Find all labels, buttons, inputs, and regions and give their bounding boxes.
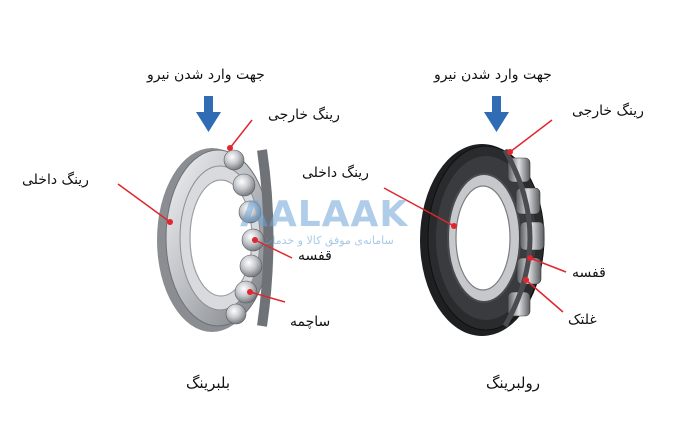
leader-cage-left	[254, 239, 293, 259]
ball	[232, 173, 256, 197]
ball	[234, 280, 258, 304]
roller-cage-label: قفسه	[572, 265, 606, 281]
leader-ball-left	[249, 291, 286, 303]
force-arrow-right	[484, 96, 509, 132]
ball-ball-label: ساچمه	[290, 314, 331, 330]
ball-set	[223, 149, 265, 325]
roller-outer-ring-label: رینگ خارجی	[572, 103, 644, 119]
roller-roller-label: غلتک	[568, 312, 597, 328]
roller-force-label: جهت وارد شدن نیرو	[434, 67, 552, 83]
leader-outer-ring-left	[229, 119, 253, 149]
watermark-tagline: سامانه‌ی موفق کالا و خدمات	[262, 234, 394, 247]
roller-bearing-caption: رولبرینگ	[486, 374, 540, 392]
leader-roller-right	[525, 279, 564, 313]
ball	[223, 149, 245, 171]
ball-bearing-caption: بلبرینگ	[186, 374, 231, 392]
ball	[225, 303, 247, 325]
cage-band	[257, 149, 274, 327]
ball-inner-ring-label: رینگ داخلی	[22, 172, 89, 188]
leader-cage-right	[529, 257, 567, 273]
roller-bearing-illustration	[420, 144, 545, 336]
watermark-brand: AALAAK	[240, 194, 409, 235]
ball-cage-label: قفسه	[298, 248, 332, 264]
leader-outer-ring-right	[509, 119, 553, 153]
force-arrow-left	[196, 96, 221, 132]
bore	[455, 185, 511, 291]
ball	[238, 200, 262, 224]
leader-lines	[117, 119, 567, 313]
roller-inner-ring-label: رینگ داخلی	[302, 165, 369, 181]
ball-outer-ring-label: رینگ خارجی	[268, 107, 340, 123]
leader-inner-ring-left	[117, 183, 171, 223]
leader-inner-ring-right	[383, 187, 455, 227]
ball-bearing-illustration	[157, 148, 274, 332]
cage-band	[502, 148, 533, 328]
ball	[239, 254, 263, 278]
ball-force-label: جهت وارد شدن نیرو	[147, 67, 265, 83]
